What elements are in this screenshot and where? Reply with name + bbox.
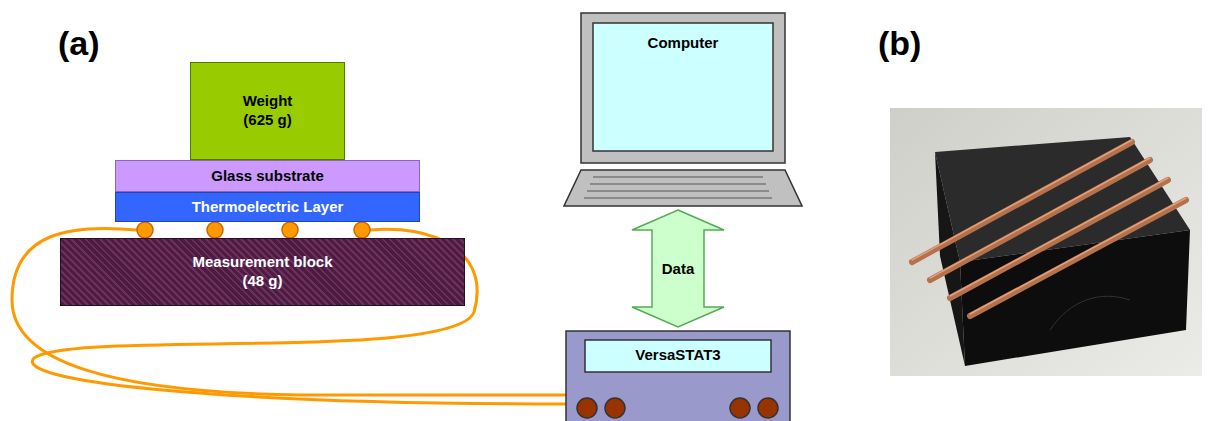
panel-label: (a) (58, 24, 100, 63)
box-label: Thermoelectric Layer (192, 198, 344, 217)
box-label: (48 g) (242, 272, 282, 291)
data-arrow (632, 210, 724, 327)
copper-contacts (137, 222, 370, 238)
device-label: Computer (593, 34, 773, 53)
measurement-block: Measurement block(48 g) (60, 238, 465, 306)
substrate-layer: Glass substrate (115, 160, 420, 192)
photo-setup (890, 108, 1202, 376)
wire-loop (12, 228, 566, 404)
edge-label: Data (662, 260, 695, 277)
potentiostat-device: VersaSTAT3 (565, 330, 791, 421)
device-label: VersaSTAT3 (585, 346, 771, 365)
box-label: (625 g) (243, 111, 291, 130)
device-outline (565, 330, 791, 421)
box-label: Weight (243, 92, 293, 111)
box-label: Glass substrate (211, 167, 324, 186)
box-label: Measurement block (192, 253, 332, 272)
weight-box: Weight(625 g) (190, 62, 345, 160)
computer-icon: Computer (563, 12, 803, 207)
thermoelectric-layer: Thermoelectric Layer (115, 192, 420, 222)
panel-label: (b) (878, 24, 921, 63)
